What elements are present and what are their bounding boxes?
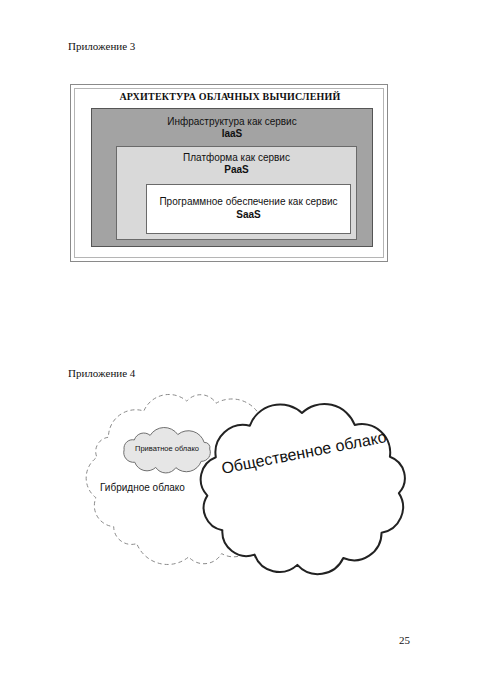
cloud-outline — [192, 398, 414, 580]
service-layer-box: Программное обеспечение как сервисSaaS — [146, 184, 351, 234]
architecture-frame: АРХИТЕКТУРА ОБЛАЧНЫХ ВЫЧИСЛЕНИЙ Инфрастру… — [70, 84, 388, 262]
service-layer-box: Инфраструктура как сервисIaaS Платформа к… — [91, 108, 373, 247]
private-cloud: Приватное облако — [118, 428, 216, 474]
service-layer-box: Платформа как сервисPaaS Программное обес… — [116, 146, 357, 240]
appendix-label: Приложение 4 — [68, 367, 135, 379]
node-title: АРХИТЕКТУРА ОБЛАЧНЫХ ВЫЧИСЛЕНИЙ — [71, 91, 389, 103]
page-number: 25 — [399, 634, 410, 646]
public-cloud: Общественное облако — [192, 398, 414, 580]
node-title: Инфраструктура как сервис — [92, 116, 372, 128]
node-title: Гибридное облако — [100, 482, 210, 494]
node-abbreviation: PaaS — [117, 164, 356, 176]
node-title: Приватное облако — [122, 445, 212, 454]
cloud-shape — [201, 404, 405, 574]
node-abbreviation: IaaS — [92, 128, 372, 140]
node-abbreviation: SaaS — [147, 209, 350, 221]
node-title: Программное обеспечение как сервис — [147, 196, 350, 208]
appendix-label: Приложение 3 — [68, 40, 135, 52]
node-title: Платформа как сервис — [117, 152, 356, 164]
